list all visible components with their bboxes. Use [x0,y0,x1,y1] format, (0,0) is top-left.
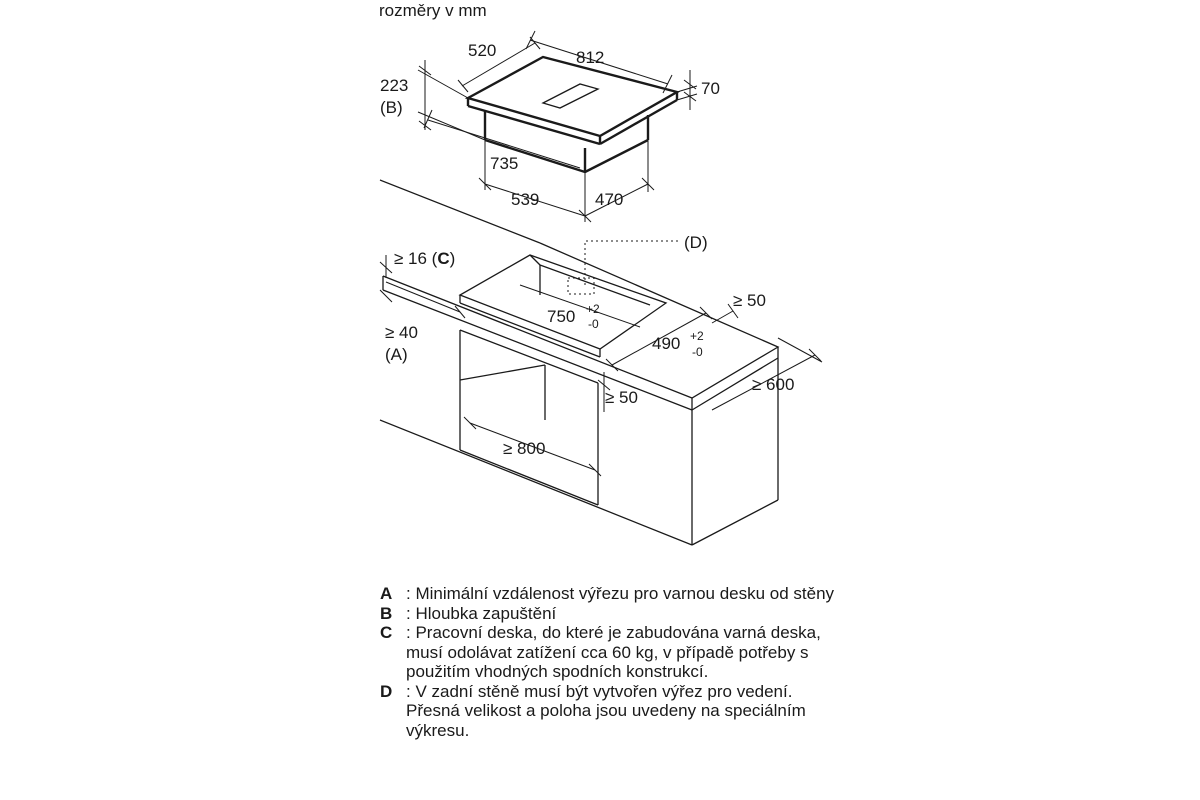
dim-600: ≥ 600 [752,375,794,394]
legend-item-c: C : Pracovní deska, do které je zabudová… [380,623,840,682]
dim-50-top: ≥ 50 [733,291,766,310]
dim-d-label: (D) [684,233,708,252]
hob-dimension-lines [417,30,698,223]
legend-text: : Minimální vzdálenost výřezu pro varnou… [406,584,835,603]
units-note: rozměry v mm [379,1,487,20]
legend-key: A [380,584,393,603]
dim-750: 750 [547,307,575,326]
legend-key: D [380,681,393,701]
dim-735: 735 [490,154,518,173]
dim-70: 70 [701,79,720,98]
legend-text: : Hloubka zapuštění [406,603,557,623]
legend-key: C [380,623,393,642]
dim-470: 470 [595,190,623,209]
dim-40: ≥ 40 [385,323,418,342]
worktop-cabinet-drawing [379,179,780,546]
legend-text: : Pracovní deska, do které je zabudována… [406,623,821,681]
legend-item-d: D : V zadní stěně musí být vytvořen výře… [380,682,840,741]
dim-b-label: (B) [380,98,403,117]
legend-item-a: A : Minimální vzdálenost výřezu pro varn… [380,584,840,604]
dim-750-minus: -0 [588,317,599,331]
dim-490-plus: +2 [690,329,704,343]
dim-539: 539 [511,190,539,209]
dim-812: 812 [576,48,604,67]
legend-item-b: B : Hloubka zapuštění [380,604,840,624]
dim-490: 490 [652,334,680,353]
legend: A : Minimální vzdálenost výřezu pro varn… [380,584,840,740]
legend-key: B [380,603,393,623]
dim-800: ≥ 800 [503,439,545,458]
dim-50-side: ≥ 50 [605,388,638,407]
dim-750-plus: +2 [586,302,600,316]
dim-520: 520 [468,41,496,60]
dim-a-label: (A) [385,345,408,364]
dim-490-minus: -0 [692,345,703,359]
legend-text: : V zadní stěně musí být vytvořen výřez … [406,681,806,740]
worktop-dimension-lines [379,255,823,477]
dim-223: 223 [380,76,408,95]
dim-16: ≥ 16 (C) [394,249,455,268]
